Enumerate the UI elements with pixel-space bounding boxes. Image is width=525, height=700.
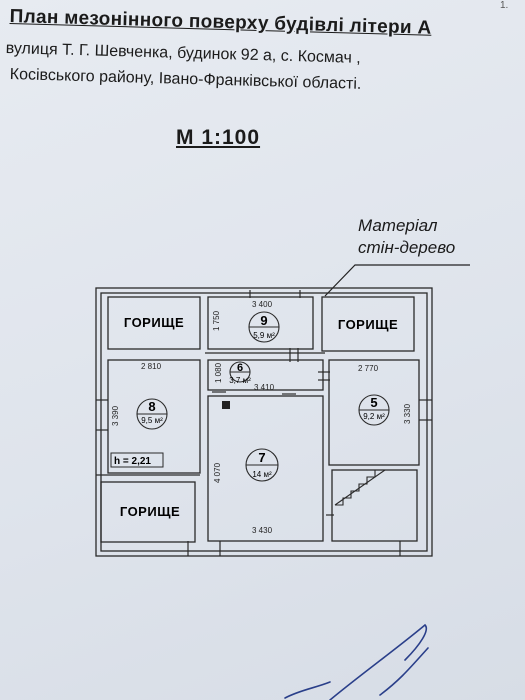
scale-label: М 1:100 xyxy=(176,126,261,149)
dim-1080: 1 080 xyxy=(214,362,223,383)
attic-boxes xyxy=(100,296,415,543)
dim-3410: 3 410 xyxy=(254,383,275,392)
attic-top-left-box xyxy=(107,296,201,350)
dim-3330: 3 330 xyxy=(403,403,412,424)
dim-2810: 2 810 xyxy=(141,362,162,371)
room-5-number: 5 xyxy=(370,395,377,410)
inner-walls xyxy=(96,296,420,542)
room-5-area: 9,2 м² xyxy=(363,412,385,421)
outer-walls xyxy=(95,287,433,557)
room-7-number: 7 xyxy=(258,450,265,465)
room-9-walls xyxy=(207,296,314,350)
attic-bottom-left-box xyxy=(100,481,196,543)
material-note: Матеріал стін-дерево xyxy=(358,215,455,259)
dim-3390: 3 390 xyxy=(111,405,120,426)
dim-4070: 4 070 xyxy=(213,462,222,483)
page-number: 1. xyxy=(500,0,509,11)
room-6-number: 6 xyxy=(237,362,243,374)
dim-3430: 3 430 xyxy=(252,526,273,535)
material-leader-line xyxy=(324,264,470,297)
room-8-walls xyxy=(107,359,201,474)
dim-2770: 2 770 xyxy=(358,364,379,373)
dim-1750: 1 750 xyxy=(212,310,221,331)
room-7-walls xyxy=(207,395,324,542)
attic-top-right-box xyxy=(321,296,415,352)
room-6-area: 3,7 м² xyxy=(229,376,251,385)
dim-3400: 3 400 xyxy=(252,300,273,309)
attic-top-right-label: ГОРИЩЕ xyxy=(338,317,398,332)
room-5-walls xyxy=(328,359,420,466)
attic-top-left-label: ГОРИЩЕ xyxy=(124,315,184,330)
chimney-mark xyxy=(222,401,230,409)
room-8-area: 9,5 м² xyxy=(141,416,163,425)
room-8-number: 8 xyxy=(148,399,155,414)
material-label: Матеріал xyxy=(358,216,438,235)
stair-walls xyxy=(331,469,418,542)
room-6-walls xyxy=(207,359,324,391)
room-9-area: 5,9 м² xyxy=(253,331,275,340)
signature-mark xyxy=(284,623,429,700)
height-label: h = 2,21 xyxy=(114,456,151,467)
room-9-number: 9 xyxy=(260,313,267,328)
material-value: стін-дерево xyxy=(358,238,456,257)
room-7-area: 14 м² xyxy=(252,470,272,479)
attic-bottom-left-label: ГОРИЩЕ xyxy=(120,504,180,519)
height-box xyxy=(110,452,164,468)
door-marks xyxy=(96,290,432,556)
stairs xyxy=(334,469,386,506)
